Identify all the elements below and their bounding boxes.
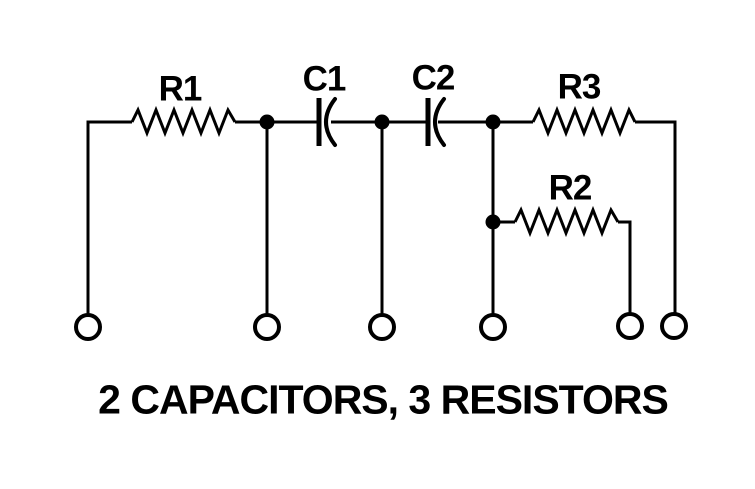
wire-left-loop: [86, 120, 132, 315]
diagram-title: 2 CAPACITORS, 3 RESISTORS: [98, 376, 669, 423]
terminal-2: [253, 313, 281, 341]
r3-label: R3: [557, 67, 602, 107]
junction-dot-r2: [485, 214, 501, 230]
terminal-5: [616, 312, 644, 340]
wire-r2-down: [618, 220, 632, 314]
wire-right-loop: [635, 120, 677, 314]
resistor-r1-symbol: [130, 105, 237, 138]
r1-label: R1: [158, 69, 203, 109]
terminal-3: [368, 313, 396, 341]
capacitor-c1-curved-plate: [324, 97, 337, 147]
terminal-4: [479, 313, 507, 341]
c2-label: C2: [411, 58, 456, 98]
terminal-6: [660, 312, 688, 340]
capacitor-c2-curved-plate: [433, 97, 446, 147]
junction-dot-r1-c1: [259, 114, 275, 130]
r2-label: R2: [548, 168, 593, 208]
resistor-r2-symbol: [513, 205, 620, 238]
c1-label: C1: [302, 59, 347, 99]
junction-dot-c1-c2: [374, 114, 390, 130]
terminal-1: [74, 313, 102, 341]
resistor-r3-symbol: [531, 105, 637, 138]
junction-dot-c2-r3: [485, 114, 501, 130]
